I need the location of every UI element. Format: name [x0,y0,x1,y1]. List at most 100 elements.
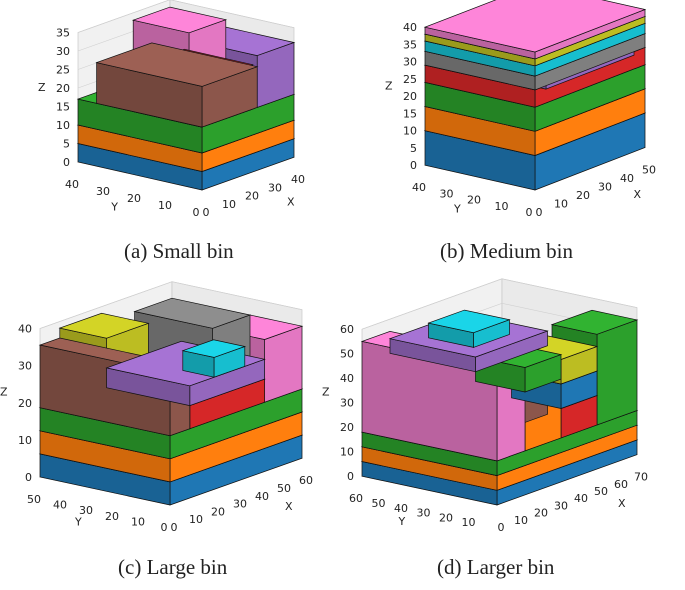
caption-c: (c) Large bin [118,555,227,580]
z-tick-label: 30 [18,360,32,373]
z-tick-label: 35 [403,38,417,51]
x-tick-label: 40 [291,173,305,186]
z-tick-label: 15 [403,107,417,120]
caption-d-label: (d) [437,555,462,579]
z-tick-label: 60 [340,323,354,336]
y-tick-label: 30 [440,187,454,200]
z-tick-label: 40 [403,21,417,34]
caption-b: (b) Medium bin [440,239,573,264]
caption-a: (a) Small bin [124,239,234,264]
x-axis-label: X [634,188,642,201]
x-tick-label: 0 [203,206,210,219]
caption-b-label: (b) [440,239,465,263]
z-axis-label: Z [385,79,393,92]
y-axis-label: Y [453,203,461,216]
y-tick-label: 20 [105,510,119,523]
y-tick-label: 20 [439,511,453,524]
z-tick-label: 30 [403,56,417,69]
y-tick-label: 20 [127,192,141,205]
z-tick-label: 10 [18,434,32,447]
grid-line-z [77,0,295,33]
box-cyan [181,339,247,378]
x-tick-label: 20 [576,189,590,202]
x-tick-label: 10 [554,198,568,211]
x-tick-label: 20 [211,505,225,518]
y-tick-label: 10 [462,516,476,529]
box-face-top [133,297,252,329]
panel-d: 0102030405060Z010203040506070X1020304050… [322,278,648,534]
x-tick-label: 0 [498,521,505,534]
z-tick-label: 10 [56,119,70,132]
y-tick-label: 30 [417,507,431,520]
y-tick-label: 30 [96,185,110,198]
caption-b-text: Medium bin [469,239,573,263]
caption-a-label: (a) [124,239,148,263]
z-tick-label: 0 [63,156,70,169]
x-tick-label: 70 [634,471,648,484]
z-tick-label: 40 [340,372,354,385]
box-face-top [423,0,647,53]
x-tick-label: 50 [594,485,608,498]
x-tick-label: 10 [514,514,528,527]
y-tick-label: 40 [65,178,79,191]
z-tick-label: 10 [340,446,354,459]
z-tick-label: 50 [340,348,354,361]
x-tick-label: 40 [255,490,269,503]
y-tick-label: 10 [131,515,145,528]
x-tick-label: 20 [534,507,548,520]
grid-line-z [39,281,303,329]
caption-d: (d) Larger bin [437,555,554,580]
y-tick-label: 20 [467,194,481,207]
z-tick-label: 40 [18,323,32,336]
caption-d-text: Larger bin [466,555,555,579]
box-face-top [181,339,247,358]
y-tick-label: 0 [193,206,200,219]
z-tick-label: 20 [18,397,32,410]
x-tick-label: 0 [536,206,543,219]
y-tick-label: 40 [412,181,426,194]
y-tick-label: 0 [161,521,168,534]
x-tick-label: 30 [268,181,282,194]
caption-c-text: Large bin [146,555,228,579]
z-axis-label: Z [322,385,330,398]
box-face-top [131,6,228,34]
x-tick-label: 20 [245,190,259,203]
z-axis-label: Z [38,81,46,94]
box-face-top [427,309,511,334]
z-tick-label: 0 [410,159,417,172]
z-tick-label: 15 [56,101,70,114]
y-tick-label: 40 [53,499,67,512]
caption-c-label: (c) [118,555,142,579]
y-tick-label: 0 [526,206,533,219]
x-axis-label: X [285,500,293,513]
x-tick-label: 30 [233,498,247,511]
x-tick-label: 10 [189,513,203,526]
z-tick-label: 20 [56,82,70,95]
z-tick-label: 5 [410,142,417,155]
y-tick-label: 30 [79,504,93,517]
z-axis-label: Z [0,385,8,398]
z-tick-label: 25 [403,73,417,86]
z-tick-label: 25 [56,64,70,77]
box-face-top [58,312,150,339]
y-tick-label: 50 [372,497,386,510]
caption-a-text: Small bin [152,239,234,263]
box-brown [95,42,259,128]
x-tick-label: 40 [620,172,634,185]
box-face-front [596,319,638,426]
x-tick-label: 10 [222,198,236,211]
y-tick-label: 10 [158,199,172,212]
x-tick-label: 0 [171,521,178,534]
y-axis-label: Y [398,515,406,528]
x-tick-label: 50 [642,164,656,177]
z-tick-label: 35 [56,27,70,40]
z-tick-label: 0 [347,470,354,483]
y-tick-label: 60 [349,492,363,505]
box-cyan [427,309,511,348]
z-tick-label: 30 [340,397,354,410]
